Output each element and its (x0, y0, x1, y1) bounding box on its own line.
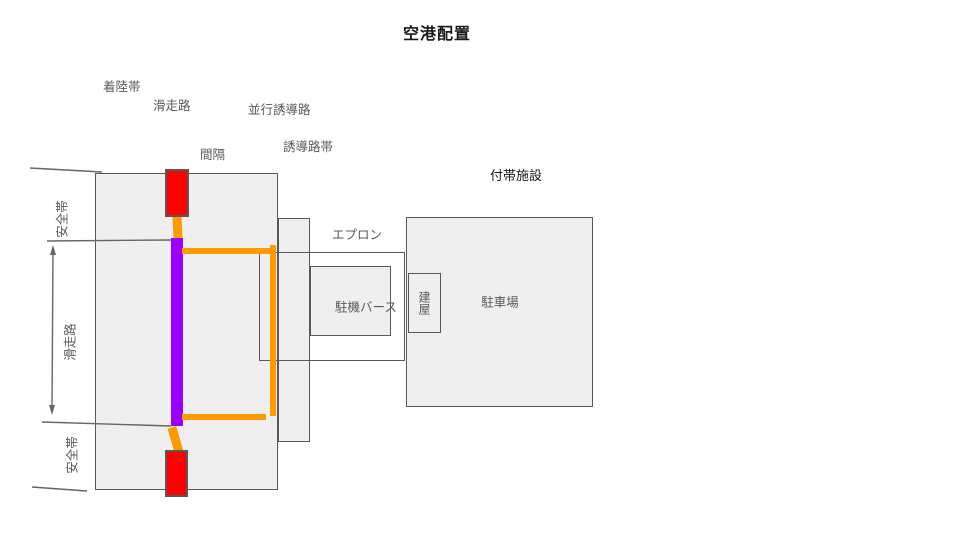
label-parking-lot: 駐車場 (481, 294, 519, 310)
taxiway-strip-area (278, 218, 310, 442)
runway-end-marker-bottom (165, 450, 188, 497)
label-runway-top: 滑走路 (153, 98, 191, 113)
building-area: 建屋 (408, 273, 441, 333)
runway-length-arrow-head-down (49, 405, 55, 415)
parking-berth-area (310, 266, 391, 336)
apron-area (259, 252, 405, 361)
label-ancillary-facilities: 付帯施設 (490, 169, 543, 184)
label-landing-strip: 着陸帯 (103, 79, 141, 94)
runway-length-arrow-line (51, 250, 54, 410)
label-apron: エプロン (332, 227, 383, 242)
label-runway-side: 滑走路 (62, 323, 78, 361)
taxiway-connector-top (171, 215, 183, 239)
taxiway-line-top (182, 248, 272, 254)
label-spacing: 間隔 (200, 147, 226, 162)
landing-strip-edge-top-line (29, 167, 103, 173)
label-safety-zone-top: 安全帯 (54, 200, 70, 238)
taxiway-line-parallel (269, 245, 276, 416)
runway-bar (171, 238, 183, 426)
taxiway-line-bottom (182, 414, 266, 420)
label-parking-berth: 駐機バース (335, 299, 397, 315)
runway-length-arrow-head-up (50, 245, 56, 255)
building-label: 建屋 (417, 291, 431, 315)
runway-end-marker-top (165, 169, 189, 217)
page-title: 空港配置 (403, 24, 472, 43)
label-parallel-taxiway: 並行誘導路 (248, 102, 311, 117)
landing-strip-edge-bottom-line (31, 486, 88, 492)
label-taxiway-strip: 誘導路帯 (283, 139, 334, 154)
label-safety-zone-bottom: 安全帯 (64, 436, 80, 474)
landing-strip-area (95, 173, 278, 490)
